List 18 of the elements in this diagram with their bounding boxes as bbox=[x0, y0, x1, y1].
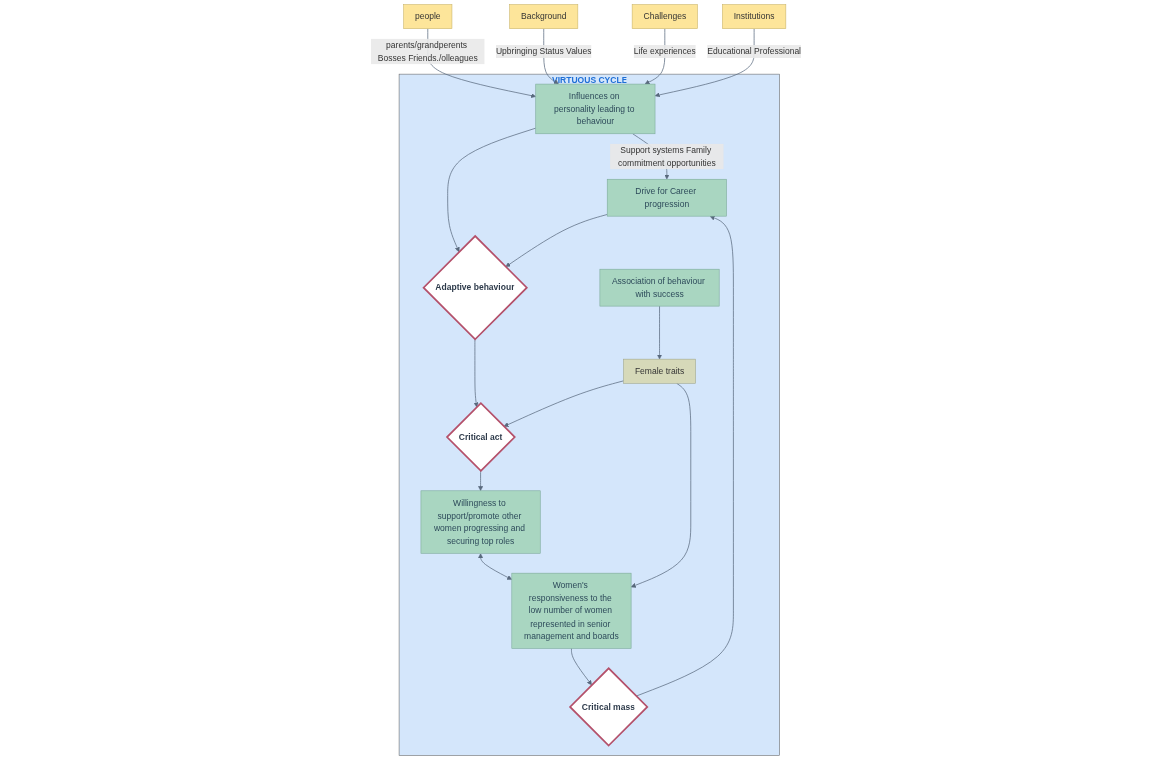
node-box: Background bbox=[509, 4, 579, 29]
node-box: Women's responsiveness to the low number of women represented in senior management and boards bbox=[511, 572, 632, 649]
node-box: Influences on personality leading to behaviour bbox=[535, 83, 656, 135]
node-diamond: Adaptive behaviour bbox=[422, 234, 528, 341]
edge-label: Support systems Family commitment opportunities bbox=[618, 144, 716, 168]
node-box: Drive for Career progression bbox=[606, 178, 727, 217]
node-diamond: Critical act bbox=[445, 401, 516, 473]
node-box: people bbox=[403, 4, 453, 29]
node-diamond: Critical mass bbox=[568, 667, 649, 747]
edge-label: Life experiences bbox=[633, 46, 696, 56]
node-box: Challenges bbox=[631, 4, 698, 29]
node-box: Institutions bbox=[722, 4, 787, 29]
node-box: Female traits bbox=[623, 358, 696, 384]
node-box: Willingness to support/promote other women progressing and securing top roles bbox=[420, 490, 541, 554]
node-box: Association of behaviour with success bbox=[599, 268, 720, 307]
edge-label: Upbringing Status Values bbox=[495, 46, 592, 56]
edge-label: parents/grandperents Bosses Friends./olleagues bbox=[377, 39, 478, 63]
edge-label: Educational Professional bbox=[707, 46, 802, 56]
